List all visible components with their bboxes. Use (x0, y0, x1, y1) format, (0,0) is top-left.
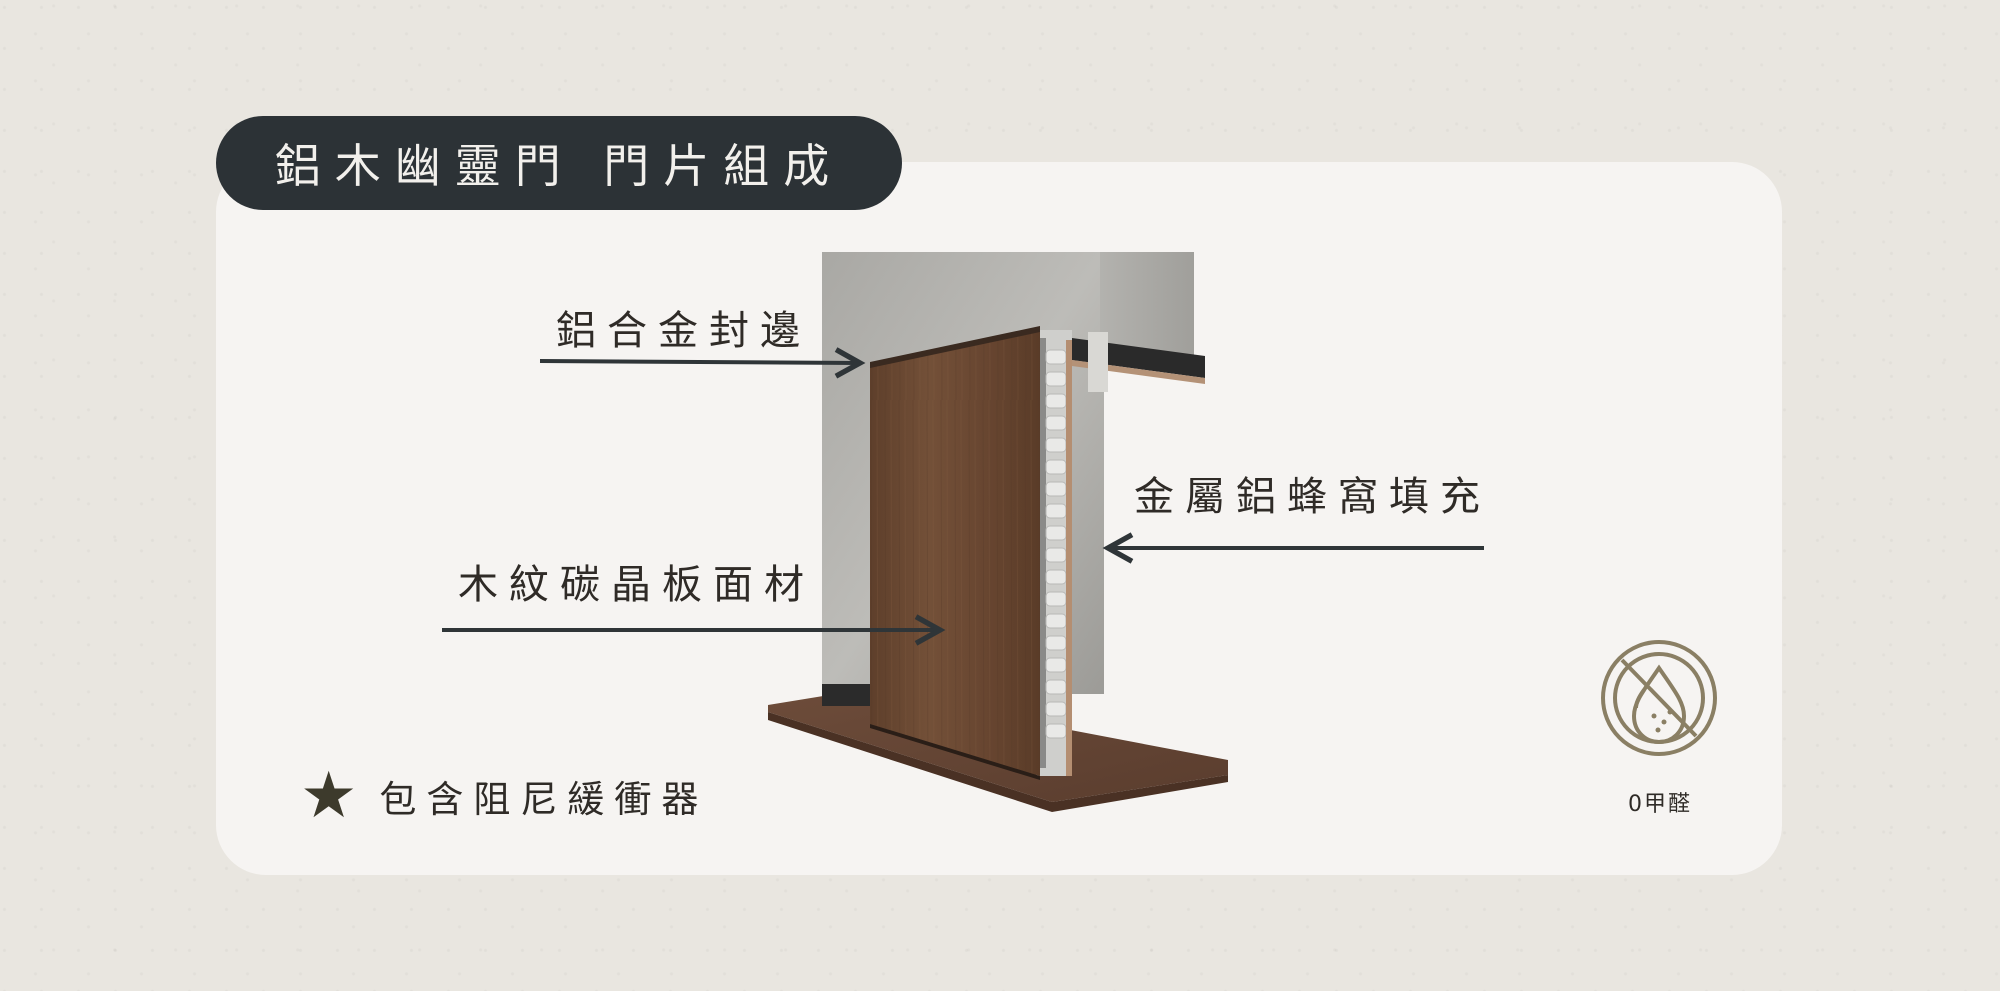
feature-note: ★ 包含阻尼緩衝器 (300, 764, 708, 828)
callout-honeycomb: 金屬鋁蜂窩填充 (1134, 474, 1491, 520)
title-banner: 鋁木幽靈門 門片組成 (216, 116, 902, 210)
badge-caption: 0甲醛 (1628, 792, 1692, 817)
arrow-aluminum-edge (539, 361, 860, 363)
callout-aluminum-edge: 鋁合金封邊 (556, 308, 811, 354)
callout-wood-panel: 木紋碳晶板面材 (458, 562, 815, 608)
feature-note-text: 包含阻尼緩衝器 (379, 778, 709, 821)
particle-dots (1651, 709, 1673, 733)
no-formaldehyde-icon (1601, 640, 1717, 756)
star-icon: ★ (300, 759, 358, 833)
page-title: 鋁木幽靈門 門片組成 (274, 139, 844, 193)
